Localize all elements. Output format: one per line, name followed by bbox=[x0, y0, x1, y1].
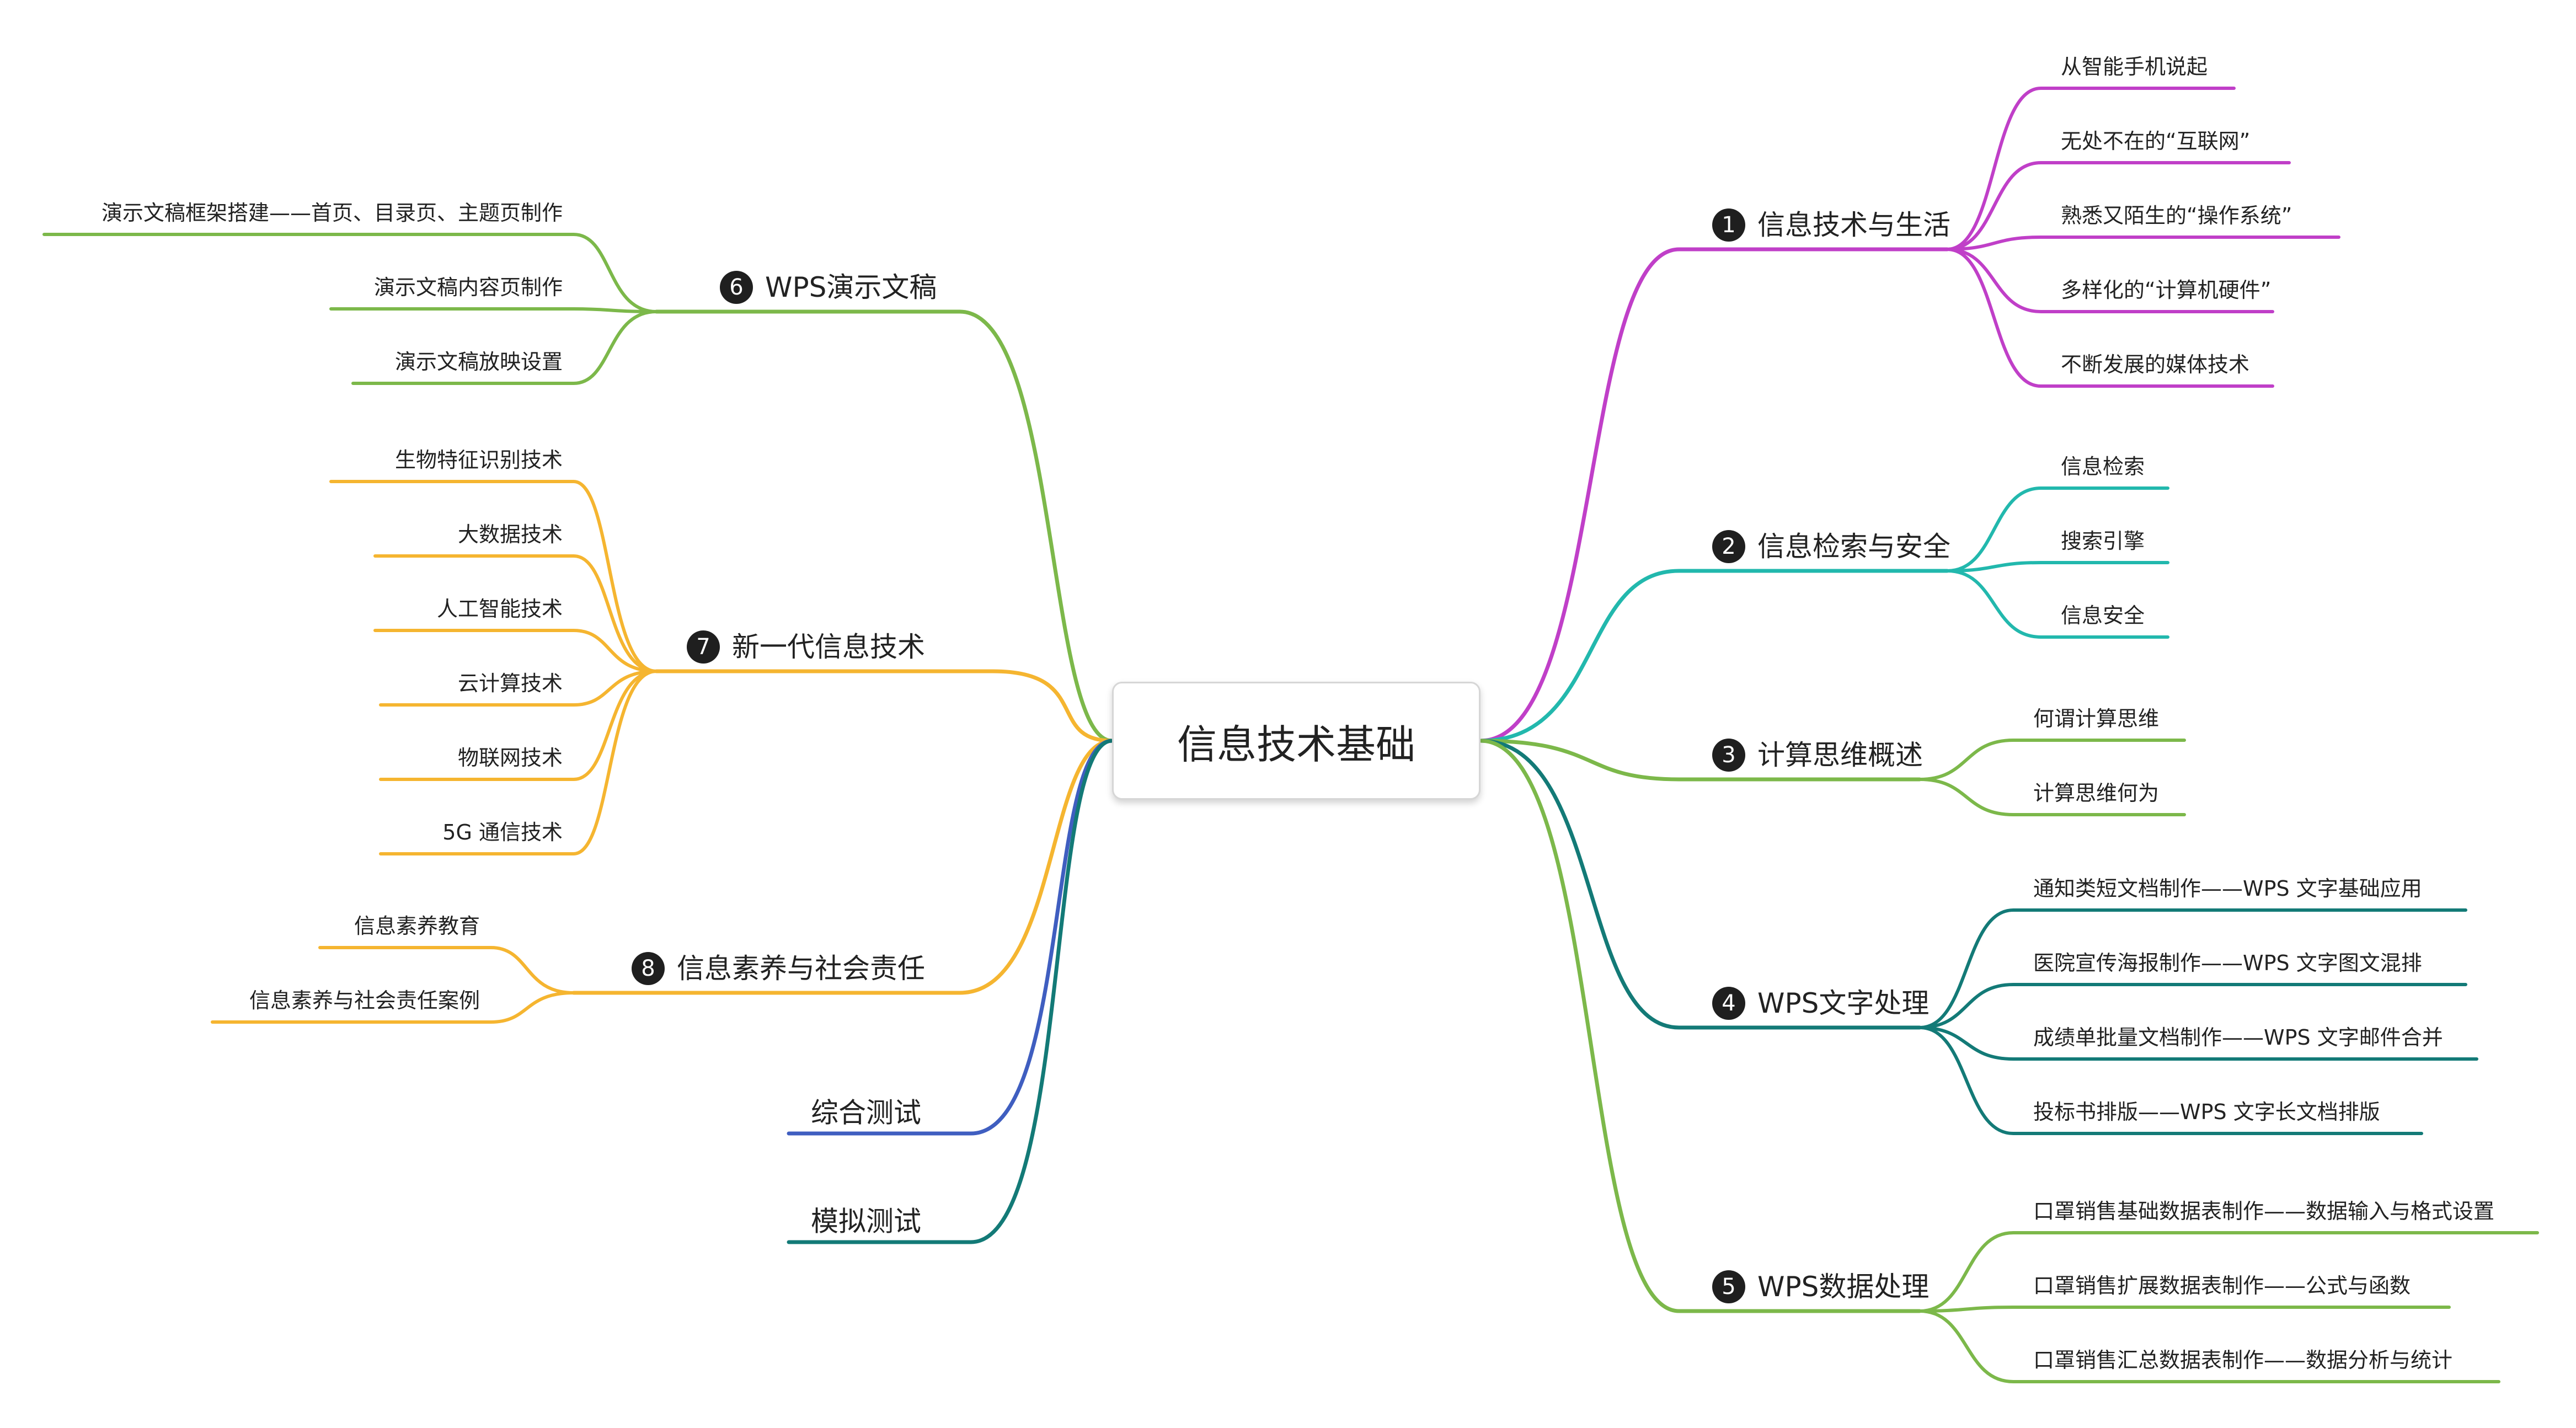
sub-branch-left-0-0 bbox=[42, 233, 658, 313]
sub-branch-right-0-3 bbox=[1946, 248, 2274, 313]
branch-left-4 bbox=[787, 739, 1114, 1244]
main-node-left-0[interactable]: 6 WPS演示文稿 bbox=[720, 271, 937, 304]
main-node-label: WPS演示文稿 bbox=[765, 271, 937, 303]
number-badge-1: 1 bbox=[1712, 208, 1745, 242]
root-node[interactable]: 信息技术基础 bbox=[1112, 682, 1481, 800]
sub-branch-right-0-4 bbox=[1946, 248, 2274, 388]
main-node-label: WPS数据处理 bbox=[1757, 1271, 1930, 1303]
branch-right-2 bbox=[1478, 739, 1922, 782]
sub-branch-right-0-1 bbox=[1946, 161, 2291, 251]
sub-node-right-2-1[interactable]: 计算思维何为 bbox=[2033, 781, 2160, 805]
sub-node-right-1-1[interactable]: 搜索引擎 bbox=[2061, 529, 2145, 553]
main-node-label: 新一代信息技术 bbox=[732, 631, 925, 663]
sub-node-left-2-0[interactable]: 信息素养教育 bbox=[354, 914, 480, 938]
number-badge-8: 8 bbox=[632, 952, 665, 985]
number-badge-3: 3 bbox=[1712, 739, 1745, 772]
sub-node-right-3-0[interactable]: 通知类短文档制作——WPS 文字基础应用 bbox=[2033, 876, 2422, 901]
sub-node-left-0-2[interactable]: 演示文稿放映设置 bbox=[394, 350, 563, 374]
sub-branch-right-3-3 bbox=[1918, 1026, 2423, 1135]
sub-node-left-1-1[interactable]: 大数据技术 bbox=[457, 522, 563, 547]
sub-node-right-0-3[interactable]: 多样化的“计算机硬件” bbox=[2061, 278, 2272, 302]
sub-node-left-1-5[interactable]: 5G 通信技术 bbox=[442, 820, 563, 844]
sub-node-left-2-1[interactable]: 信息素养与社会责任案例 bbox=[249, 988, 480, 1013]
main-node-label: 信息检索与安全 bbox=[1757, 531, 1950, 563]
branch-right-1 bbox=[1478, 569, 1949, 743]
sub-node-left-1-2[interactable]: 人工智能技术 bbox=[436, 597, 563, 621]
number-badge-6: 6 bbox=[720, 271, 753, 304]
main-node-label: 信息素养与社会责任 bbox=[677, 953, 925, 985]
sub-node-right-3-1[interactable]: 医院宣传海报制作——WPS 文字图文混排 bbox=[2033, 951, 2422, 975]
root-label: 信息技术基础 bbox=[1177, 721, 1415, 768]
sub-node-left-1-3[interactable]: 云计算技术 bbox=[457, 671, 563, 696]
sub-branch-right-3-2 bbox=[1918, 1026, 2478, 1061]
main-node-left-2[interactable]: 8 信息素养与社会责任 bbox=[632, 952, 925, 985]
sub-branch-left-1-2 bbox=[373, 629, 658, 673]
main-node-right-4[interactable]: 5 WPS数据处理 bbox=[1712, 1270, 1929, 1303]
sub-branch-left-2-1 bbox=[211, 991, 575, 1024]
sub-branch-left-2-0 bbox=[318, 946, 575, 994]
main-node-left-1[interactable]: 7 新一代信息技术 bbox=[687, 630, 925, 664]
sub-node-right-4-1[interactable]: 口罩销售扩展数据表制作——公式与函数 bbox=[2033, 1274, 2411, 1298]
sub-node-right-1-2[interactable]: 信息安全 bbox=[2061, 603, 2145, 628]
sub-branch-left-1-1 bbox=[373, 554, 658, 673]
sub-branch-right-0-0 bbox=[1946, 87, 2236, 251]
sub-node-right-2-0[interactable]: 何谓计算思维 bbox=[2033, 707, 2160, 731]
main-node-right-1[interactable]: 2 信息检索与安全 bbox=[1712, 530, 1950, 563]
sub-branch-right-4-1 bbox=[1918, 1306, 2451, 1313]
sub-node-left-0-0[interactable]: 演示文稿框架搭建——首页、目录页、主题页制作 bbox=[101, 201, 563, 225]
branch-left-1 bbox=[654, 669, 1114, 743]
sub-branch-left-1-3 bbox=[379, 670, 658, 707]
branch-left-3 bbox=[787, 739, 1114, 1136]
branch-right-0 bbox=[1478, 247, 1949, 743]
sub-branch-right-2-1 bbox=[1918, 778, 2186, 816]
sub-branch-right-3-0 bbox=[1918, 908, 2467, 1029]
main-node-label: 模拟测试 bbox=[811, 1205, 921, 1238]
sub-node-left-1-0[interactable]: 生物特征识别技术 bbox=[394, 448, 563, 472]
number-badge-7: 7 bbox=[687, 630, 720, 664]
main-node-right-2[interactable]: 3 计算思维概述 bbox=[1712, 739, 1923, 772]
sub-node-right-4-2[interactable]: 口罩销售汇总数据表制作——数据分析与统计 bbox=[2033, 1348, 2453, 1372]
sub-branch-right-2-0 bbox=[1918, 739, 2186, 781]
sub-branch-right-4-0 bbox=[1918, 1231, 2539, 1313]
main-node-label: WPS文字处理 bbox=[1757, 987, 1930, 1019]
main-node-left-4[interactable]: 模拟测试 bbox=[811, 1206, 921, 1236]
number-badge-5: 5 bbox=[1712, 1270, 1745, 1303]
sub-node-right-0-1[interactable]: 无处不在的“互联网” bbox=[2061, 129, 2251, 153]
sub-branch-left-0-2 bbox=[351, 310, 658, 385]
branch-right-4 bbox=[1478, 739, 1922, 1313]
number-badge-2: 2 bbox=[1712, 530, 1745, 563]
sub-branch-right-1-0 bbox=[1946, 486, 2169, 573]
sub-branch-right-1-2 bbox=[1946, 569, 2169, 639]
main-node-label: 信息技术与生活 bbox=[1757, 209, 1950, 241]
sub-node-left-1-4[interactable]: 物联网技术 bbox=[457, 746, 563, 770]
sub-node-right-1-0[interactable]: 信息检索 bbox=[2061, 454, 2145, 479]
main-node-label: 计算思维概述 bbox=[1757, 739, 1923, 771]
sub-node-right-0-2[interactable]: 熟悉又陌生的“操作系统” bbox=[2061, 204, 2292, 228]
sub-node-left-0-1[interactable]: 演示文稿内容页制作 bbox=[373, 275, 563, 299]
sub-branch-left-1-0 bbox=[329, 480, 658, 673]
sub-branch-right-1-1 bbox=[1946, 561, 2169, 573]
main-node-left-3[interactable]: 综合测试 bbox=[811, 1097, 921, 1127]
sub-branch-right-4-2 bbox=[1918, 1309, 2500, 1383]
sub-branch-right-0-2 bbox=[1946, 236, 2340, 251]
sub-node-right-0-4[interactable]: 不断发展的媒体技术 bbox=[2061, 352, 2250, 377]
sub-branch-left-1-4 bbox=[379, 670, 658, 781]
sub-node-right-3-3[interactable]: 投标书排版——WPS 文字长文档排版 bbox=[2033, 1100, 2380, 1124]
sub-branch-right-3-1 bbox=[1918, 983, 2467, 1029]
branch-right-3 bbox=[1478, 739, 1922, 1030]
number-badge-4: 4 bbox=[1712, 987, 1745, 1020]
main-node-right-0[interactable]: 1 信息技术与生活 bbox=[1712, 208, 1950, 242]
sub-branch-left-1-5 bbox=[379, 670, 658, 855]
main-node-label: 综合测试 bbox=[811, 1097, 921, 1129]
branch-left-0 bbox=[654, 309, 1114, 743]
sub-node-right-4-0[interactable]: 口罩销售基础数据表制作——数据输入与格式设置 bbox=[2033, 1199, 2495, 1223]
main-node-right-3[interactable]: 4 WPS文字处理 bbox=[1712, 987, 1929, 1020]
sub-branch-left-0-1 bbox=[329, 307, 658, 313]
sub-node-right-3-2[interactable]: 成绩单批量文档制作——WPS 文字邮件合并 bbox=[2033, 1025, 2443, 1050]
branch-left-2 bbox=[571, 739, 1114, 995]
sub-node-right-0-0[interactable]: 从智能手机说起 bbox=[2061, 55, 2208, 79]
